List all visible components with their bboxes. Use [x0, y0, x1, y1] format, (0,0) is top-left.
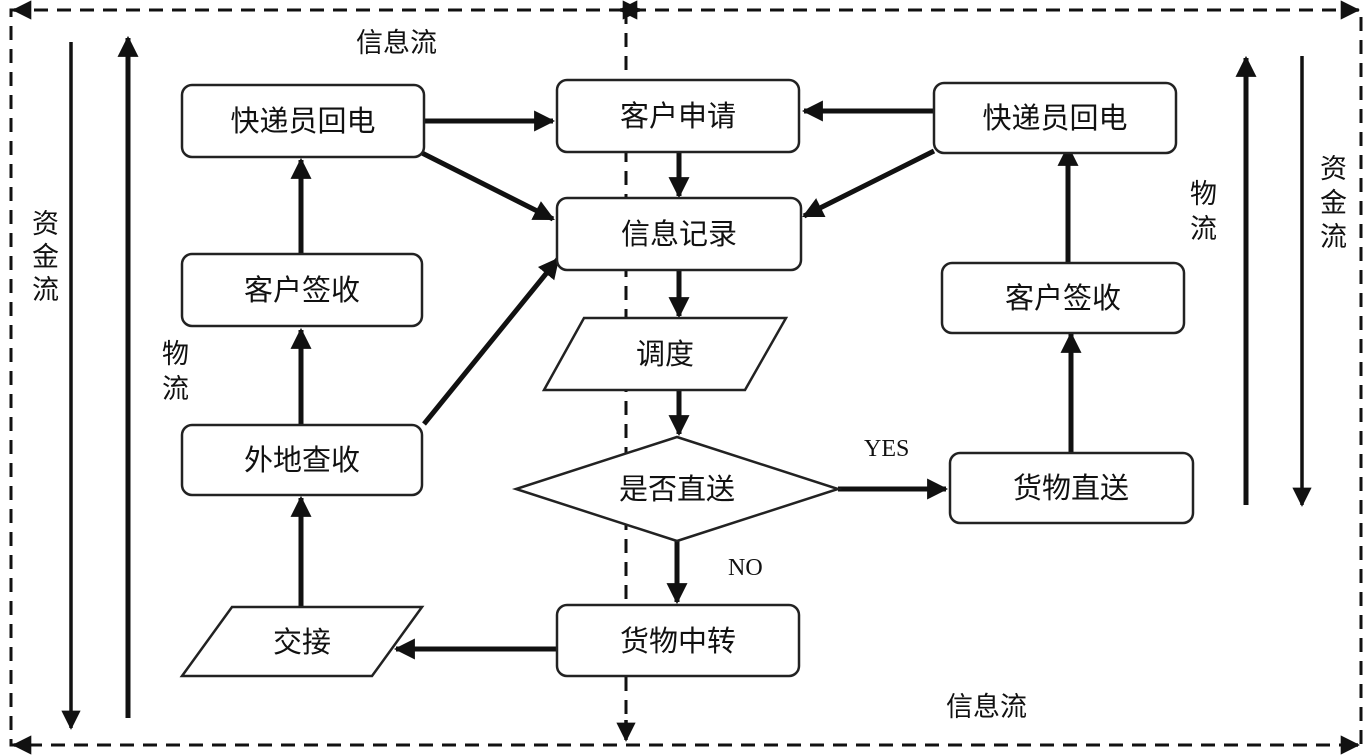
node-direct-decision: 是否直送 — [619, 472, 735, 506]
node-transfer: 货物中转 — [620, 624, 736, 658]
node-handover: 交接 — [273, 625, 331, 659]
logistics-label-right-2: 流 — [1190, 214, 1217, 245]
node-courier-callback-right: 快递员回电 — [982, 101, 1127, 135]
node-box-transfer — [555, 603, 801, 678]
node-box-customer-sign-right — [940, 261, 1186, 335]
node-info-record: 信息记录 — [621, 217, 737, 251]
node-box-remote-check — [180, 423, 424, 497]
capital-flow-label-right-3: 流 — [1320, 222, 1347, 253]
logistics-label-left-2: 流 — [162, 374, 189, 405]
node-remote-check: 外地查收 — [244, 443, 360, 477]
capital-flow-label-right-1: 资 — [1320, 154, 1347, 185]
node-dispatch: 调度 — [636, 337, 694, 371]
node-direct-delivery: 货物直送 — [1013, 471, 1129, 505]
logistics-label-left-1: 物 — [162, 339, 189, 370]
node-shape-direct-decision — [511, 435, 843, 543]
capital-flow-label-left-3: 流 — [32, 275, 59, 306]
edge-courier-left-to-record — [420, 150, 555, 222]
yes-label: YES — [864, 436, 909, 462]
node-box-direct-delivery — [948, 451, 1195, 525]
edge-courier-right-to-record — [802, 148, 936, 219]
capital-flow-label-left-1: 资 — [32, 209, 59, 240]
info-flow-label-bottom: 信息流 — [946, 692, 1027, 723]
capital-flow-label-left-2: 金 — [32, 242, 59, 273]
info-flow-label-top: 信息流 — [356, 28, 437, 59]
node-customer-request: 客户申请 — [620, 99, 736, 133]
node-box-info-record — [555, 196, 803, 272]
node-box-courier-callback-left — [180, 83, 426, 159]
node-box-customer-request — [555, 78, 801, 154]
no-label: NO — [728, 555, 763, 581]
node-shape-dispatch — [541, 316, 789, 392]
edge-remote-check-to-record — [422, 257, 560, 426]
node-box-courier-callback-right — [932, 81, 1178, 155]
node-shape-handover — [179, 605, 425, 678]
node-customer-sign-right: 客户签收 — [1005, 281, 1121, 315]
outer-dashed-frame — [9, 8, 1363, 747]
node-customer-sign-left: 客户签收 — [244, 273, 360, 307]
capital-flow-label-right-2: 金 — [1320, 188, 1347, 219]
node-box-customer-sign-left — [180, 252, 424, 328]
logistics-label-right-1: 物 — [1190, 179, 1217, 210]
node-courier-callback-left: 快递员回电 — [230, 104, 375, 138]
